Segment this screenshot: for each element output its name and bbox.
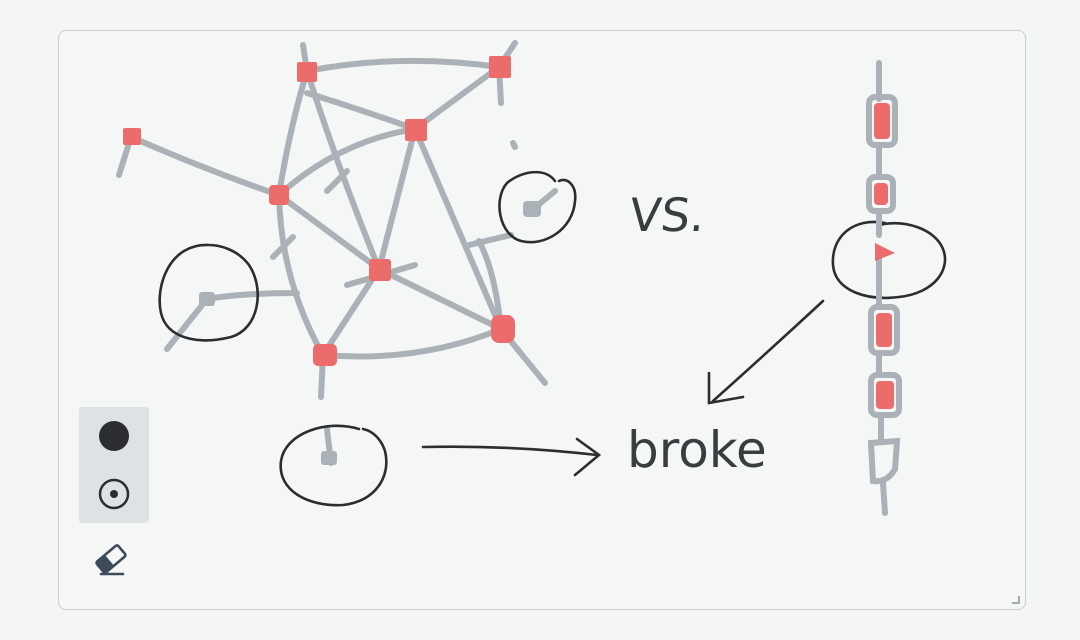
network-edges <box>116 40 558 466</box>
network-nodes <box>123 56 515 366</box>
arrow-to-broke <box>421 437 602 477</box>
point-tool-button[interactable] <box>89 469 139 519</box>
filled-circle-icon <box>99 421 129 451</box>
arrow-chain-to-broke <box>707 299 825 405</box>
sketch-drawing[interactable]: VS. broke <box>59 31 1026 610</box>
dot-circle-icon <box>98 478 130 510</box>
resize-corner-icon <box>1012 596 1020 604</box>
eraser-icon <box>95 544 127 576</box>
eraser-tool-button[interactable] <box>89 537 133 581</box>
vs-label: VS. <box>627 188 708 242</box>
broke-label: broke <box>627 421 767 479</box>
brush-tool-button[interactable] <box>89 411 139 461</box>
drawing-canvas[interactable]: VS. broke <box>58 30 1026 610</box>
ink-circles <box>158 170 947 507</box>
chain-graph <box>866 60 902 516</box>
tool-palette <box>79 407 149 523</box>
resize-handle[interactable] <box>1009 593 1021 605</box>
isolated-nodes <box>199 201 541 465</box>
